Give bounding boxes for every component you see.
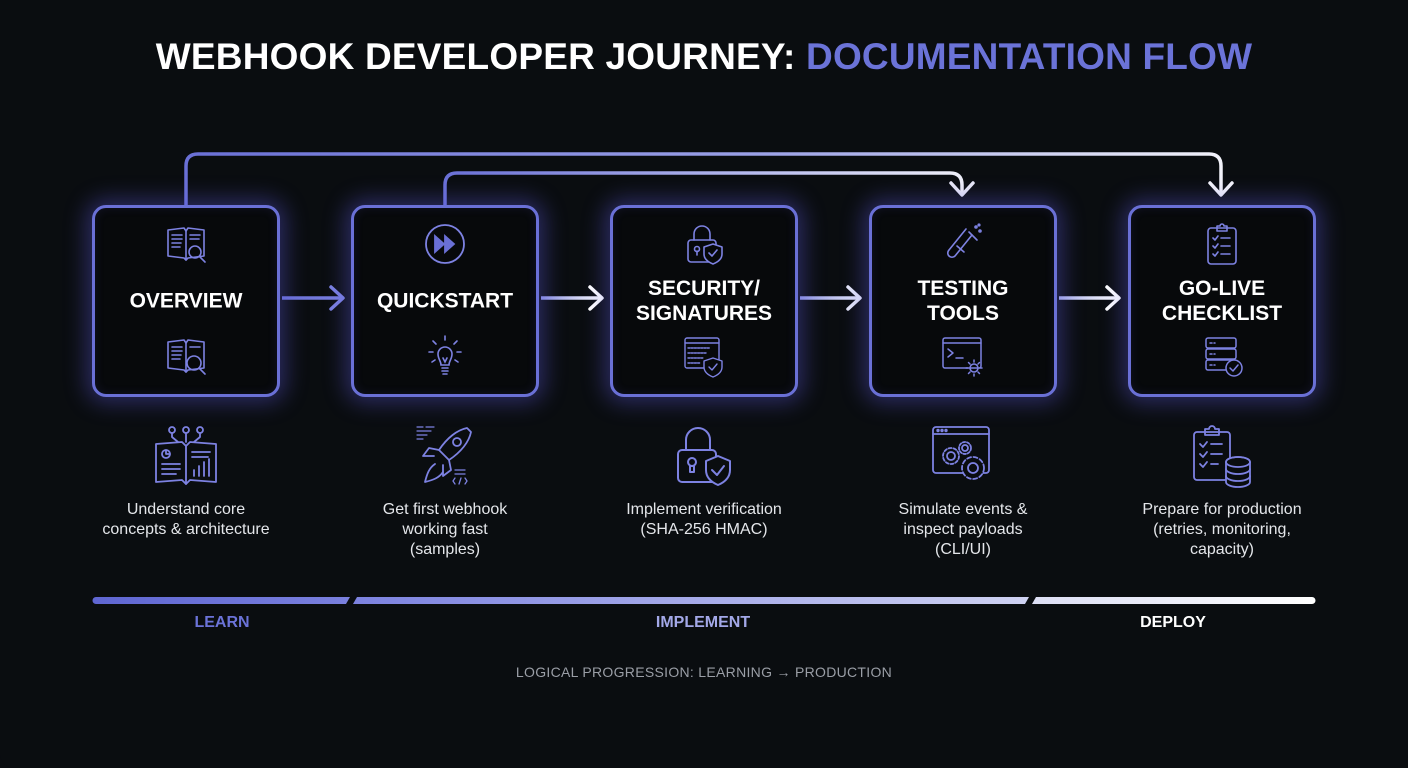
- window-gears-icon: [927, 424, 999, 490]
- step-label: OVERVIEW: [129, 289, 243, 313]
- phase-progress-bar: [92, 597, 1316, 604]
- footer-caption: LOGICAL PROGRESSION: LEARNING → PRODUCTI…: [515, 664, 893, 680]
- page-title: WEBHOOK DEVELOPER JOURNEY: DOCUMENTATION…: [0, 36, 1408, 78]
- phase-segment-implement: [353, 597, 1029, 604]
- step-label: GO-LIVE CHECKLIST: [1161, 277, 1283, 325]
- clipboard-checklist-icon: [1198, 222, 1246, 268]
- step-description: Understand core concepts & architecture: [102, 501, 270, 538]
- step-description: Get first webhook working fast (samples): [382, 501, 508, 558]
- step-label: SECURITY/ SIGNATURES: [635, 277, 773, 325]
- step-box-golive[interactable]: GO-LIVE CHECKLIST: [1128, 205, 1316, 397]
- code-window-shield-icon: [680, 334, 728, 380]
- test-tube-icon: [939, 222, 987, 268]
- lock-shield-icon: [668, 424, 740, 490]
- step-label: TESTING TOOLS: [917, 277, 1009, 325]
- lock-shield-icon: [680, 222, 728, 268]
- lightbulb-icon: [421, 334, 469, 380]
- phase-segment-deploy: [1032, 597, 1316, 604]
- phase-label-learn: LEARN: [194, 614, 250, 631]
- phase-label-implement: IMPLEMENT: [655, 614, 751, 631]
- step-description: Prepare for production (retries, monitor…: [1142, 501, 1302, 558]
- step-box-testing[interactable]: TESTING TOOLS: [869, 205, 1057, 397]
- terminal-gear-icon: [939, 334, 987, 380]
- step-box-quickstart[interactable]: QUICKSTART: [351, 205, 539, 397]
- phase-segment-learn: [92, 597, 351, 604]
- clipboard-database-icon: [1186, 424, 1258, 490]
- book-search-icon: [162, 222, 210, 268]
- step-box-security[interactable]: SECURITY/ SIGNATURES: [610, 205, 798, 397]
- title-accent: DOCUMENTATION FLOW: [806, 36, 1253, 77]
- title-main: WEBHOOK DEVELOPER JOURNEY:: [155, 36, 807, 77]
- step-label: QUICKSTART: [376, 289, 514, 313]
- rocket-code-icon: [409, 424, 481, 490]
- step-box-overview[interactable]: OVERVIEW: [92, 205, 280, 397]
- fast-forward-icon: [421, 222, 469, 268]
- book-network-icon: [150, 424, 222, 490]
- phase-label-deploy: DEPLOY: [1140, 614, 1206, 631]
- book-search-icon: [162, 334, 210, 380]
- step-description: Simulate events & inspect payloads (CLI/…: [898, 501, 1028, 558]
- server-check-icon: [1198, 334, 1246, 380]
- step-description: Implement verification (SHA-256 HMAC): [626, 501, 782, 538]
